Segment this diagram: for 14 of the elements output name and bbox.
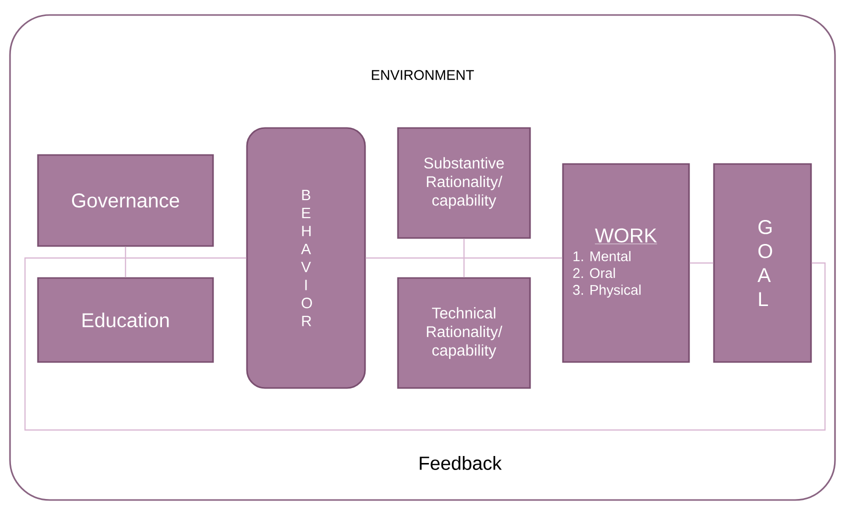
process-box: Technical Rationality/ capability — [397, 277, 531, 389]
process-box: Education — [37, 277, 214, 363]
edge-label: Feedback — [417, 455, 503, 471]
connector-line — [463, 238, 465, 278]
process-box: G O A L — [713, 163, 812, 363]
process-box: WORK 1. Mental 2. Oral 3. Physical — [562, 163, 690, 363]
rounded-box: B E H A V I O R — [246, 127, 366, 389]
connector-line — [690, 262, 714, 264]
connector-line — [124, 246, 126, 278]
connector-line — [24, 257, 826, 431]
connector-line — [366, 257, 562, 259]
frame-title: ENVIRONMENT — [372, 70, 474, 80]
process-box: Substantive Rationality/ capability — [397, 127, 531, 239]
process-box: Governance — [37, 154, 214, 247]
